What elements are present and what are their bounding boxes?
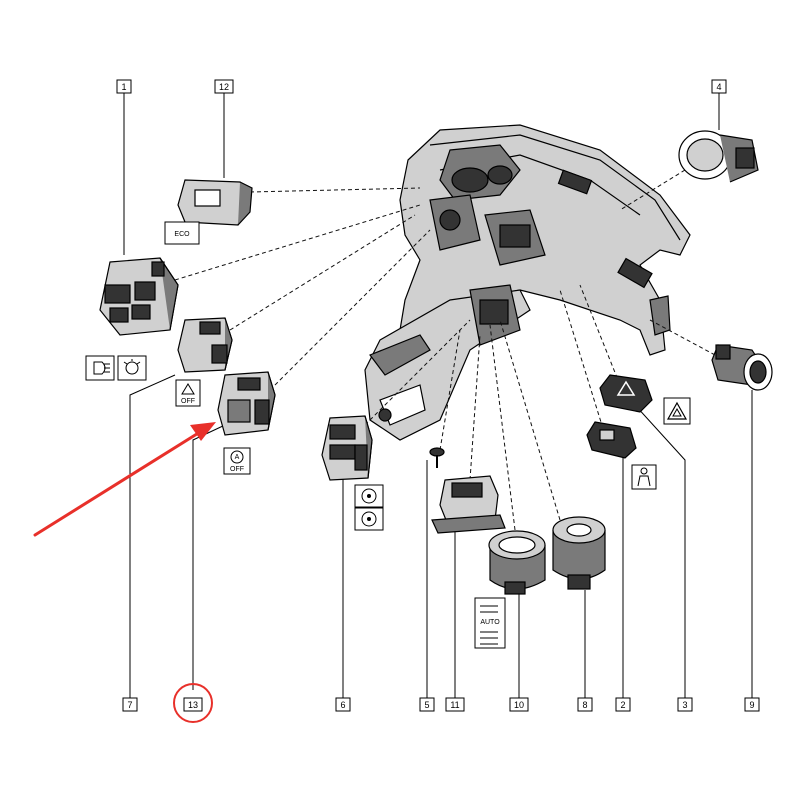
callout-2: 2 [615,697,631,712]
callout-3: 3 [677,697,693,712]
symbol-light-sensor [117,355,147,381]
part-9-power-socket[interactable] [711,344,773,391]
svg-text:10: 10 [514,700,524,710]
red-highlight-arrow [33,422,216,537]
callout-13: 13 [183,697,203,712]
part-5-screw [429,447,445,468]
part-3-hazard-switch[interactable] [599,374,653,413]
svg-text:5: 5 [424,700,429,710]
part-2-switch[interactable] [586,421,637,459]
part-6-switch[interactable] [321,415,373,481]
off-label-7: OFF [181,398,195,405]
symbol-13-off: A OFF [223,447,251,475]
part-7-switch[interactable] [177,317,233,373]
part-12-eco-switch[interactable] [177,179,253,226]
callout-5: 5 [419,697,435,712]
svg-text:1: 1 [121,82,126,92]
part-13-switch[interactable] [217,371,276,436]
callout-9: 9 [744,697,760,712]
symbol-10-modes: AUTO [474,597,506,649]
part-4-start-button[interactable] [678,130,759,183]
connection-lines [174,169,716,531]
part-10-knob[interactable] [488,530,546,595]
svg-text:9: 9 [749,700,754,710]
symbol-6-pair [354,484,384,531]
red-highlight-circle [173,683,213,723]
callout-10: 10 [509,697,529,712]
symbol-7-off: OFF [175,379,201,407]
svg-text:4: 4 [716,82,721,92]
callout-4: 4 [711,79,727,94]
callout-1: 1 [116,79,132,94]
symbol-3-hazard [663,397,691,425]
leader-lines [123,93,753,698]
svg-text:13: 13 [188,700,198,710]
callout-6: 6 [335,697,351,712]
part-1-light-switch[interactable] [99,257,179,336]
part-11-switch[interactable] [431,475,506,534]
callout-12: 12 [214,79,234,94]
symbol-eco: ECO [164,221,200,245]
dashboard-assembly [364,124,691,441]
auto-label: AUTO [480,619,500,626]
part-8-knob[interactable] [552,516,606,590]
callout-11: 11 [445,697,465,712]
svg-text:12: 12 [219,82,229,92]
svg-text:6: 6 [340,700,345,710]
eco-label: ECO [174,231,190,238]
svg-text:8: 8 [582,700,587,710]
svg-text:2: 2 [620,700,625,710]
svg-text:3: 3 [682,700,687,710]
svg-text:7: 7 [127,700,132,710]
symbol-headlight [85,355,115,381]
off-label-13: OFF [230,466,244,473]
svg-text:11: 11 [450,700,459,710]
callout-8: 8 [577,697,593,712]
svg-text:A: A [235,454,240,461]
symbol-2-seatbelt [631,464,657,490]
callout-7: 7 [122,697,138,712]
